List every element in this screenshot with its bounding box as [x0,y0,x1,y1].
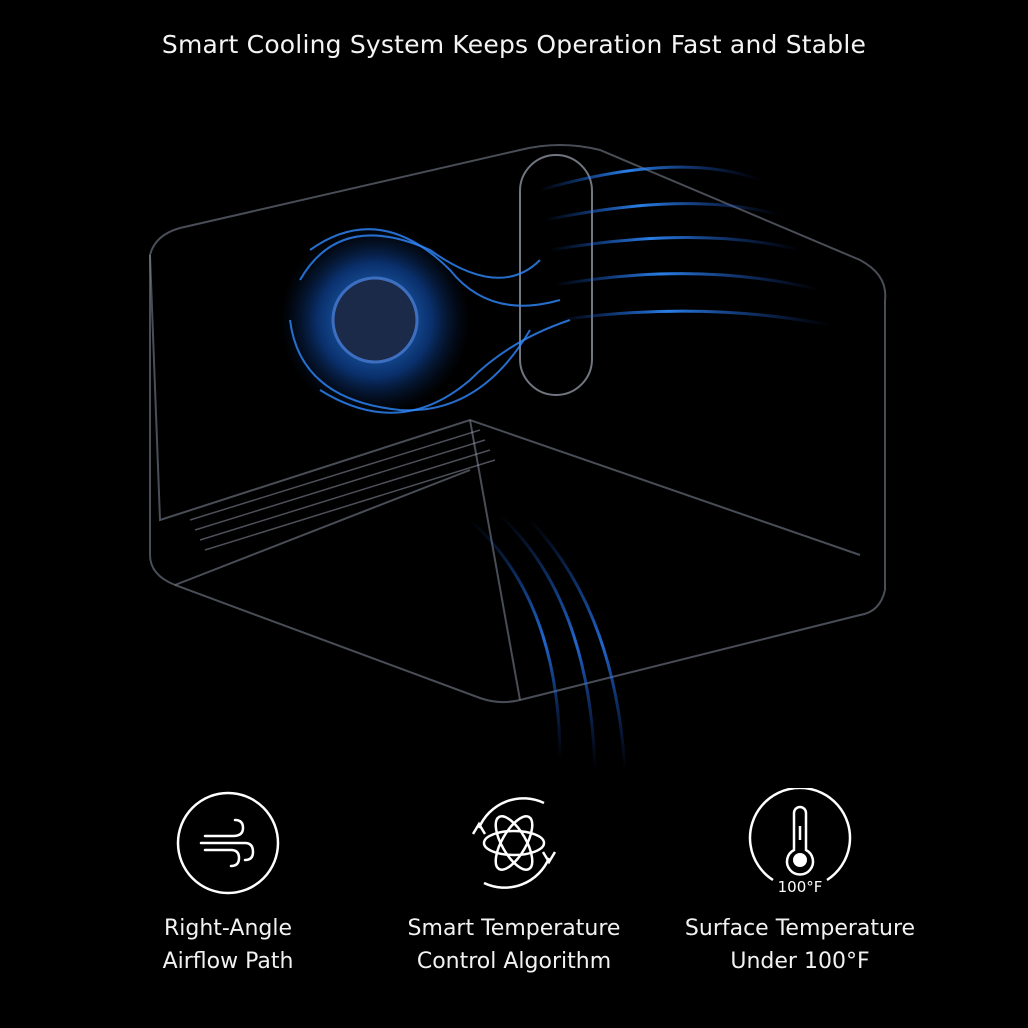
feature-label: Surface Temperature Under 100°F [684,916,916,974]
svg-text:100°F: 100°F [778,878,823,896]
atom-cycle-icon [471,797,557,889]
feature-label: Right-Angle Airflow Path [162,916,294,974]
feature-temperature-algorithm: Smart Temperature Control Algorithm [364,788,664,978]
page-title: Smart Cooling System Keeps Operation Fas… [161,30,867,59]
wind-airflow-icon [176,791,280,895]
feature-surface-temperature: 100°F Surface Temperature Under 100°F [650,788,950,978]
thermometer-icon: 100°F [748,788,852,896]
feature-label: Smart Temperature Control Algorithm [407,916,621,974]
feature-airflow: Right-Angle Airflow Path [78,788,378,978]
projector-cutaway-illustration [149,144,887,771]
